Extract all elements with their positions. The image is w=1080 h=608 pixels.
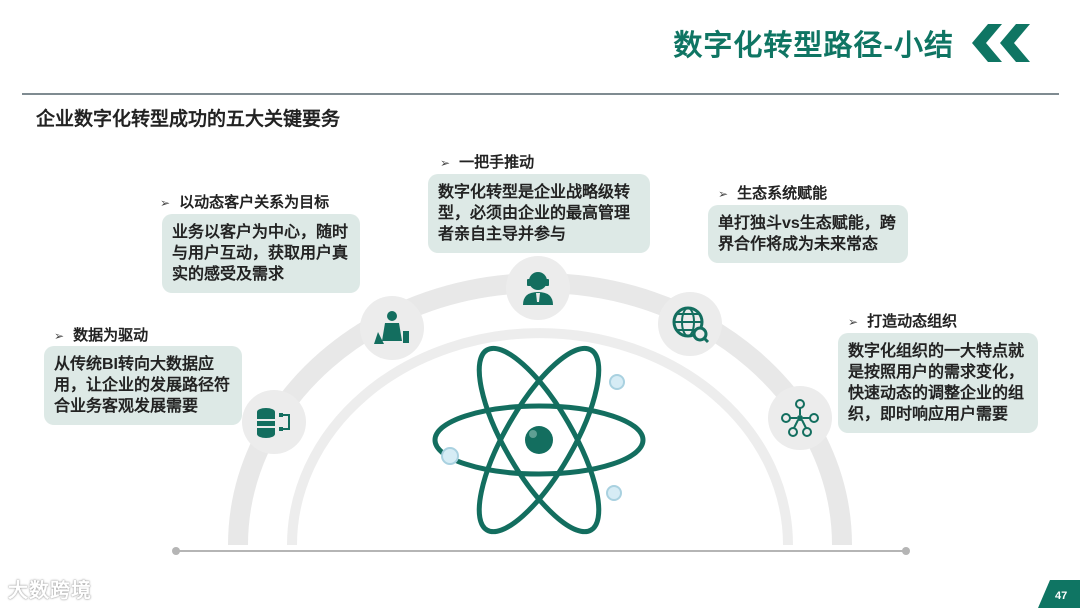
item-2-heading-text: 以动态客户关系为目标: [179, 194, 330, 211]
item-4-heading-text: 生态系统赋能: [737, 185, 828, 202]
node-organization: [768, 386, 832, 450]
customer-walking-icon: [374, 311, 409, 344]
item-5-card: 数字化组织的一大特点就是按照用户的需求变化，快速动态的调整企业的组织，即时响应用…: [838, 333, 1038, 433]
title-divider: [22, 93, 1059, 95]
node-data: [242, 390, 306, 454]
page-number: 47: [1055, 590, 1068, 602]
globe-network-icon: [672, 306, 710, 344]
timeline-start-dot: [172, 547, 180, 555]
timeline-end-dot: [902, 547, 910, 555]
page-title: 数字化转型路径-小结: [673, 30, 954, 62]
inner-arc: [287, 328, 793, 546]
item-3-heading: ➢ 一把手推动: [440, 151, 534, 172]
item-5-heading-text: 打造动态组织: [867, 313, 958, 330]
section-subtitle: 企业数字化转型成功的五大关键要务: [36, 109, 341, 130]
arrow-bullet-icon: ➢: [54, 329, 65, 343]
item-5-heading: ➢ 打造动态组织: [848, 310, 957, 331]
item-3-heading-text: 一把手推动: [459, 154, 535, 171]
node-customer: [360, 296, 424, 360]
item-2-heading: ➢ 以动态客户关系为目标: [160, 191, 329, 212]
item-3-card: 数字化转型是企业战略级转型，必须由企业的最高管理者亲自主导并参与: [428, 174, 650, 253]
watermark: 大数跨境: [8, 580, 92, 602]
node-ecosystem: [658, 292, 722, 356]
organization-chart-icon: [781, 399, 819, 437]
arrow-bullet-icon: ➢: [440, 156, 451, 170]
item-4-heading: ➢ 生态系统赋能: [718, 182, 827, 203]
leader-icon: [523, 272, 553, 305]
outer-arc: [228, 273, 852, 546]
arrow-bullet-icon: ➢: [848, 315, 859, 329]
item-1-heading: ➢ 数据为驱动: [54, 324, 148, 345]
item-1-card: 从传统BI转向大数据应用，让企业的发展路径符合业务客观发展需要: [44, 346, 242, 425]
database-flow-icon: [257, 408, 290, 438]
item-4-card: 单打独斗vs生态赋能，跨界合作将成为未来常态: [708, 205, 908, 263]
item-1-heading-text: 数据为驱动: [73, 327, 149, 344]
arrow-bullet-icon: ➢: [718, 187, 729, 201]
item-2-card: 业务以客户为中心，随时与用户互动，获取用户真实的感受及需求: [162, 214, 360, 293]
double-chevron-left-icon: [972, 24, 1030, 62]
page-number-tab: [1038, 580, 1080, 608]
node-leader: [506, 256, 570, 320]
arrow-bullet-icon: ➢: [160, 196, 171, 210]
atom-icon: [432, 345, 646, 535]
